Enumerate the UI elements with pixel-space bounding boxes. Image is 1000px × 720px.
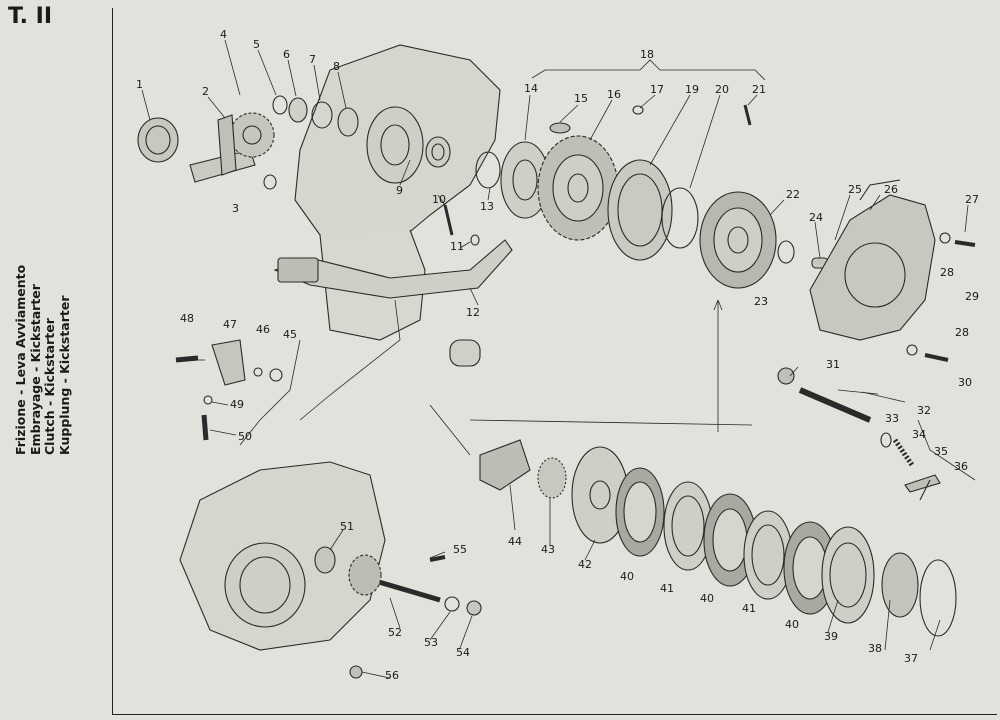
callout-40b: 40 bbox=[700, 592, 714, 605]
kickstarter-lever bbox=[273, 239, 513, 299]
callout-31: 31 bbox=[826, 358, 840, 371]
callout-50: 50 bbox=[238, 430, 252, 443]
callout-41b: 41 bbox=[742, 602, 756, 615]
callout-2: 2 bbox=[202, 85, 209, 98]
callout-42: 42 bbox=[578, 558, 592, 571]
callout-7: 7 bbox=[309, 53, 316, 66]
callout-48: 48 bbox=[180, 312, 194, 325]
callout-22: 22 bbox=[786, 188, 800, 201]
callout-43: 43 bbox=[541, 543, 555, 556]
callout-19: 19 bbox=[685, 83, 699, 96]
callout-21: 21 bbox=[752, 83, 766, 96]
callout-5: 5 bbox=[253, 38, 260, 51]
callout-28a: 28 bbox=[940, 266, 954, 279]
callout-34: 34 bbox=[912, 428, 926, 441]
callout-23: 23 bbox=[754, 295, 768, 308]
callout-29: 29 bbox=[965, 290, 979, 303]
callout-40a: 40 bbox=[620, 570, 634, 583]
callout-17: 17 bbox=[650, 83, 664, 96]
callout-6: 6 bbox=[283, 48, 290, 61]
callout-15: 15 bbox=[574, 92, 588, 105]
callout-38: 38 bbox=[868, 642, 882, 655]
callout-49: 49 bbox=[230, 398, 244, 411]
callout-1: 1 bbox=[136, 78, 143, 91]
callout-37: 37 bbox=[904, 652, 918, 665]
callout-28b: 28 bbox=[955, 326, 969, 339]
callout-33: 33 bbox=[885, 412, 899, 425]
spring-1 bbox=[137, 117, 179, 163]
callout-16: 16 bbox=[607, 88, 621, 101]
callout-46: 46 bbox=[256, 323, 270, 336]
callout-9: 9 bbox=[396, 184, 403, 197]
callout-26: 26 bbox=[884, 183, 898, 196]
callout-13: 13 bbox=[480, 200, 494, 213]
callout-55: 55 bbox=[453, 543, 467, 556]
callout-52: 52 bbox=[388, 626, 402, 639]
callout-30: 30 bbox=[958, 376, 972, 389]
callout-44: 44 bbox=[508, 535, 522, 548]
callout-40c: 40 bbox=[785, 618, 799, 631]
callout-27: 27 bbox=[965, 193, 979, 206]
clutch-hub-44 bbox=[479, 439, 531, 491]
parts-layer bbox=[137, 44, 976, 679]
callout-4: 4 bbox=[220, 28, 227, 41]
callout-labels: 1 2 3 4 5 6 7 8 9 10 11 12 13 14 15 16 1… bbox=[136, 28, 979, 682]
callout-45: 45 bbox=[283, 328, 297, 341]
diagram-frame bbox=[112, 8, 997, 715]
callout-41a: 41 bbox=[660, 582, 674, 595]
callout-20: 20 bbox=[715, 83, 729, 96]
callout-12: 12 bbox=[466, 306, 480, 319]
callout-25: 25 bbox=[848, 183, 862, 196]
callout-8: 8 bbox=[333, 60, 340, 73]
callout-35: 35 bbox=[934, 445, 948, 458]
callout-18: 18 bbox=[640, 48, 654, 61]
plate-tag: T. II bbox=[8, 4, 53, 29]
callout-14: 14 bbox=[524, 82, 538, 95]
leader-lines bbox=[141, 39, 976, 679]
callout-39: 39 bbox=[824, 630, 838, 643]
callout-3: 3 bbox=[232, 202, 239, 215]
callout-24: 24 bbox=[809, 211, 823, 224]
cover-29 bbox=[809, 194, 936, 341]
callout-10: 10 bbox=[432, 193, 446, 206]
callout-32: 32 bbox=[917, 404, 931, 417]
callout-54: 54 bbox=[456, 646, 470, 659]
callout-36: 36 bbox=[954, 460, 968, 473]
callout-56: 56 bbox=[385, 669, 399, 682]
callout-11: 11 bbox=[450, 240, 464, 253]
callout-53: 53 bbox=[424, 636, 438, 649]
callout-47: 47 bbox=[223, 318, 237, 331]
callout-51: 51 bbox=[340, 520, 354, 533]
